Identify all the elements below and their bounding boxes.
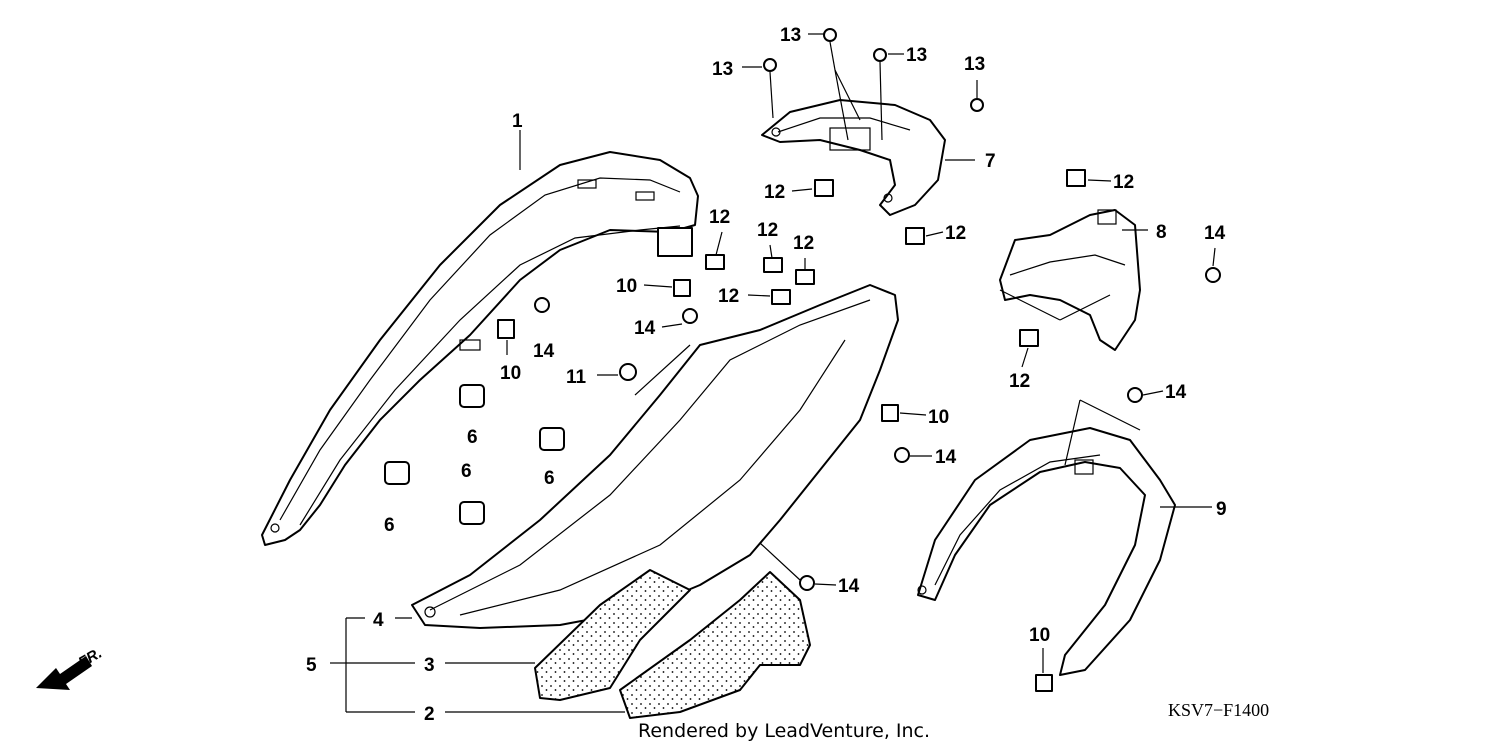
part-2-sticker (619, 571, 811, 719)
part-7-upper-cover (761, 99, 946, 216)
callout-12: 12 (757, 220, 778, 241)
callout-14: 14 (1165, 382, 1187, 403)
callout-14: 14 (1204, 223, 1226, 244)
fastener-screws (534, 28, 1221, 591)
callout-14: 14 (935, 447, 957, 468)
callout-7: 7 (985, 151, 996, 172)
callout-4: 4 (373, 610, 384, 631)
part-1-body-cover-left (261, 151, 699, 546)
part-3-sticker (534, 569, 691, 701)
callout-13: 13 (906, 45, 927, 66)
render-credit: Rendered by LeadVenture, Inc. (638, 720, 930, 742)
callout-11: 11 (566, 367, 587, 388)
front-arrow-icon: FR. (36, 645, 105, 690)
callout-5: 5 (306, 655, 317, 676)
fastener-clips (497, 169, 1086, 692)
callout-12: 12 (764, 182, 785, 203)
diagram-code: KSV7−F1400 (1168, 700, 1269, 720)
callout-14: 14 (838, 576, 860, 597)
callout-9: 9 (1216, 499, 1227, 520)
callout-12: 12 (709, 207, 730, 228)
callout-3: 3 (424, 655, 435, 676)
callout-2: 2 (424, 704, 435, 725)
callout-14: 14 (634, 318, 656, 339)
fastener-grommets (384, 384, 565, 525)
callout-12: 12 (793, 233, 814, 254)
callout-13: 13 (780, 25, 801, 46)
callout-12: 12 (718, 286, 739, 307)
part-8-bracket (999, 209, 1141, 351)
callout-6: 6 (467, 427, 478, 448)
callout-8: 8 (1156, 222, 1167, 243)
callout-13: 13 (964, 54, 985, 75)
leader-lines (330, 41, 1212, 713)
callout-ticks (506, 33, 1216, 673)
callout-10: 10 (500, 363, 521, 384)
callout-10: 10 (616, 276, 637, 297)
callout-12: 12 (945, 223, 966, 244)
callout-12: 12 (1113, 172, 1134, 193)
callout-6: 6 (544, 468, 555, 489)
callout-10: 10 (928, 407, 949, 428)
callout-labels: 1 2 3 4 5 6 6 6 6 7 8 9 10 10 10 10 11 1… (306, 25, 1227, 725)
callout-1: 1 (512, 111, 523, 132)
callout-14: 14 (533, 341, 555, 362)
callout-12: 12 (1009, 371, 1030, 392)
callout-13: 13 (712, 59, 733, 80)
callout-6: 6 (384, 515, 395, 536)
callout-10: 10 (1029, 625, 1050, 646)
callout-6: 6 (461, 461, 472, 482)
